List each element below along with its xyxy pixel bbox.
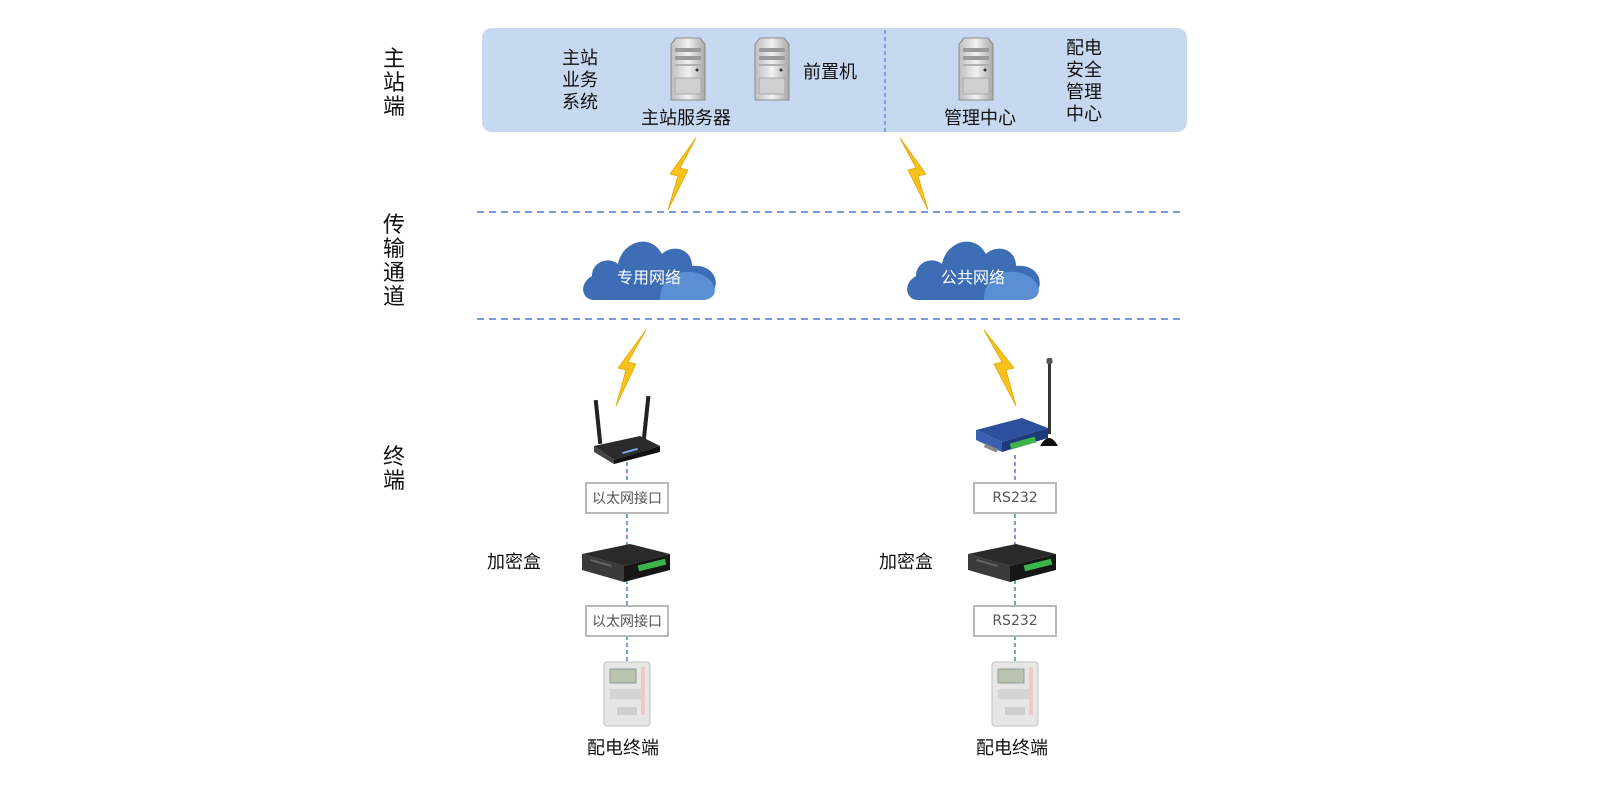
lightning-icon-2 [899,137,929,211]
left-encrypt-label: 加密盒 [487,552,541,573]
lightning-icon-1 [667,137,697,211]
right-iface-bottom: RS232 [973,605,1057,637]
master-server-icon [670,37,706,101]
mgmt-center-label: 管理中心 [944,108,1016,129]
right-terminal-label: 配电终端 [976,738,1048,759]
right-encryption-box-icon [968,544,1056,582]
master-server-label: 主站服务器 [641,108,731,129]
front-server-icon [754,37,790,101]
left-meter-icon [603,661,651,727]
private-network-cloud [583,241,716,300]
lightning-icon-4 [983,329,1017,407]
public-network-cloud [907,241,1040,300]
lightning-icon-3 [615,329,647,407]
right-iface-top: RS232 [973,482,1057,514]
security-mgmt-label: 配电 安全 管理 中心 [1066,38,1102,125]
right-meter-icon [991,661,1039,727]
router-icon [593,395,660,464]
section-label-master: 主站端 [382,47,405,120]
private-network-label: 专用网络 [616,268,681,287]
business-system-label: 主站 业务 系统 [562,48,598,113]
left-encryption-box-icon [582,544,670,582]
section-label-channel: 传输通道 [382,213,405,310]
master-station-panel [482,28,1187,132]
left-terminal-label: 配电终端 [587,738,659,759]
public-network-label: 公共网络 [940,268,1005,287]
front-server-label: 前置机 [803,62,857,83]
mgmt-server-icon [958,37,994,101]
dtu-modem-icon [976,358,1058,453]
left-iface-top: 以太网接口 [585,482,669,514]
right-encrypt-label: 加密盒 [879,552,933,573]
section-label-terminal: 终端 [382,445,405,494]
left-iface-bottom: 以太网接口 [585,605,669,637]
